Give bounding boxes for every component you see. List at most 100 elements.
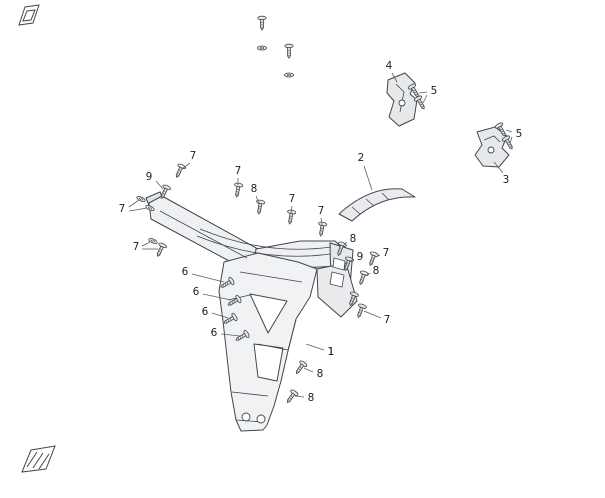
part-detail-line bbox=[231, 391, 269, 397]
part-number-label: 7 bbox=[190, 150, 197, 162]
part-detail-line bbox=[257, 319, 297, 351]
screw-threads bbox=[344, 262, 350, 270]
leader-line bbox=[348, 258, 355, 263]
mounting-hole bbox=[487, 146, 495, 154]
part-number-label: 9 bbox=[146, 171, 153, 183]
mounting-hole bbox=[256, 414, 266, 424]
screw-threads bbox=[225, 317, 232, 324]
leader-line bbox=[364, 272, 371, 277]
screw-icon bbox=[349, 291, 359, 307]
screw-icon bbox=[413, 95, 425, 110]
screw-threads bbox=[319, 227, 324, 235]
part-number-label: 5 bbox=[516, 128, 523, 140]
part-number-label: 8 bbox=[350, 233, 357, 245]
screw-icon bbox=[284, 43, 294, 59]
washer-inner bbox=[259, 46, 265, 50]
front-direction-marker bbox=[21, 445, 56, 473]
screw-shaft bbox=[160, 187, 168, 199]
screw-icon bbox=[287, 389, 299, 404]
screw-shaft bbox=[235, 185, 241, 198]
screw-icon bbox=[318, 221, 328, 237]
screw-threads bbox=[161, 190, 167, 198]
part-detail-line bbox=[351, 206, 361, 215]
screw-threads bbox=[349, 297, 355, 305]
screw-shaft bbox=[235, 332, 247, 341]
frame-tower bbox=[218, 252, 318, 432]
part-detail-line bbox=[365, 198, 375, 207]
screw-shaft bbox=[359, 273, 366, 286]
screw-threads bbox=[235, 188, 240, 196]
screw-shaft bbox=[156, 245, 164, 257]
part-number-label: 7 bbox=[383, 247, 390, 259]
screw-shaft bbox=[410, 86, 419, 98]
part-detail-line bbox=[329, 271, 345, 288]
front-direction-marker-shape bbox=[26, 451, 38, 468]
screw-icon bbox=[235, 329, 250, 341]
part-detail-line bbox=[332, 257, 346, 271]
screw-icon bbox=[257, 15, 267, 31]
leader-line bbox=[181, 162, 191, 170]
leader-line bbox=[342, 241, 348, 247]
leader-line bbox=[211, 312, 229, 319]
washer-icon bbox=[148, 237, 158, 245]
screw-icon bbox=[223, 312, 238, 324]
leader-line bbox=[141, 241, 151, 247]
screw-threads bbox=[257, 205, 262, 213]
screw-shaft bbox=[416, 98, 425, 110]
part-number-label: 7 bbox=[289, 193, 296, 205]
washer-inner bbox=[139, 197, 143, 201]
part-detail-line bbox=[239, 271, 303, 283]
screw-threads bbox=[357, 309, 363, 317]
leader-line bbox=[374, 254, 381, 258]
part-number-label: 4 bbox=[386, 60, 393, 72]
leader-line bbox=[290, 205, 293, 214]
screw-threads bbox=[296, 366, 302, 373]
leader-line bbox=[391, 72, 398, 83]
part-detail-line bbox=[483, 135, 501, 143]
screw-threads bbox=[287, 395, 293, 402]
leader-line bbox=[128, 199, 140, 208]
screw-icon bbox=[156, 242, 167, 257]
screw-shaft bbox=[287, 392, 296, 404]
part-detail-line bbox=[159, 210, 248, 259]
part-number-label: 8 bbox=[251, 183, 258, 195]
screw-icon bbox=[359, 270, 369, 286]
screw-threads bbox=[288, 215, 293, 223]
part-number-label: 7 bbox=[133, 241, 140, 253]
mounting-hole bbox=[241, 412, 251, 422]
part-number-label: 1 bbox=[328, 346, 335, 358]
screw-icon bbox=[227, 294, 242, 306]
part-number-label: 7 bbox=[384, 314, 391, 326]
screw-threads bbox=[418, 101, 425, 108]
leader-line bbox=[418, 91, 428, 94]
tower-cutout-upper bbox=[249, 293, 288, 334]
screw-icon bbox=[296, 360, 308, 375]
screw-threads bbox=[506, 141, 513, 148]
screw-icon bbox=[407, 83, 419, 98]
screw-threads bbox=[260, 21, 264, 29]
mounting-hole bbox=[398, 99, 406, 107]
screw-threads bbox=[157, 248, 163, 256]
screw-shaft bbox=[288, 212, 294, 225]
cover-strip-part2 bbox=[338, 188, 416, 222]
leader-line bbox=[493, 161, 504, 174]
washer-inner bbox=[286, 73, 292, 77]
screw-threads bbox=[369, 257, 375, 265]
leader-line bbox=[128, 207, 148, 212]
part-number-label: 7 bbox=[318, 205, 325, 217]
washer-icon bbox=[257, 45, 267, 51]
screw-shaft bbox=[357, 306, 364, 319]
screw-icon bbox=[344, 256, 354, 272]
screw-icon bbox=[369, 251, 379, 267]
part-number-label: 5 bbox=[431, 85, 438, 97]
washer-inner bbox=[148, 206, 152, 210]
corner-marker-top-left-shape bbox=[22, 9, 36, 22]
washer-icon bbox=[145, 204, 155, 212]
front-direction-marker-shape bbox=[32, 452, 44, 469]
screw-icon bbox=[357, 303, 367, 319]
part-detail-line bbox=[196, 235, 331, 257]
screw-shaft bbox=[497, 125, 506, 137]
screw-threads bbox=[229, 299, 236, 306]
screw-threads bbox=[176, 169, 182, 177]
bracket-part4 bbox=[386, 72, 418, 127]
